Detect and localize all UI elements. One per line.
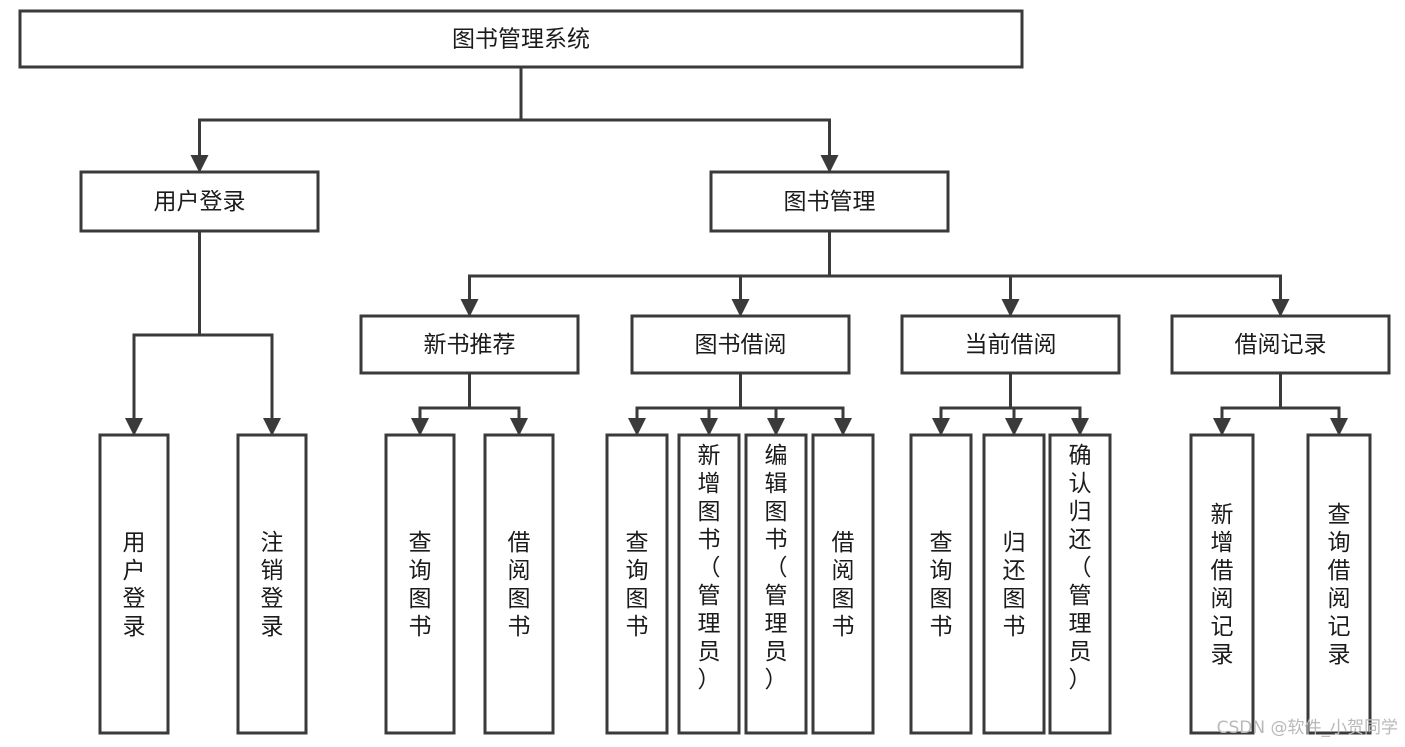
node-leaf-borrow-book-rec[interactable]: 借阅图书 <box>483 433 555 735</box>
node-box-leaf-query-book-current <box>909 433 973 735</box>
node-leaf-confirm-return-admin[interactable]: 确认归还（管理员） <box>1048 433 1112 735</box>
arrow-head-icon <box>411 418 429 436</box>
node-box-leaf-edit-book-admin <box>744 433 808 735</box>
connector-group-root <box>190 65 839 173</box>
csdn-watermark: CSDN @软件_小贺同学 <box>1217 718 1398 738</box>
arrow-head-icon <box>1330 418 1348 436</box>
node-leaf-query-book-rec[interactable]: 查询图书 <box>384 433 456 735</box>
node-box-current-borrow <box>900 314 1121 375</box>
node-label-leaf-query-borrow-record: 查询借阅记录 <box>1328 502 1351 668</box>
node-label-current-borrow: 当前借阅 <box>965 332 1057 358</box>
arrow-head-icon <box>767 418 785 436</box>
node-label-book-borrow: 图书借阅 <box>695 332 787 358</box>
arrow-head-icon <box>510 418 528 436</box>
node-book-borrow[interactable]: 图书借阅 <box>630 314 851 375</box>
node-box-leaf-add-book-admin <box>677 433 741 735</box>
node-leaf-add-borrow-record[interactable]: 新增借阅记录 <box>1189 433 1255 735</box>
node-label-root: 图书管理系统 <box>452 27 590 53</box>
node-box-book-borrow <box>630 314 851 375</box>
node-leaf-add-book-admin[interactable]: 新增图书（管理员） <box>677 433 741 735</box>
node-label-leaf-borrow-book-rec: 借阅图书 <box>508 530 531 640</box>
connector-group-current-borrow <box>932 371 1089 436</box>
node-new-book-recommend[interactable]: 新书推荐 <box>359 314 580 375</box>
arrow-head-icon <box>125 418 143 436</box>
connector-group-new-book-recommend <box>411 371 528 436</box>
arrow-head-icon <box>1071 418 1089 436</box>
node-label-leaf-add-borrow-record: 新增借阅记录 <box>1211 502 1234 668</box>
node-label-leaf-logout: 注销登录 <box>261 530 284 640</box>
node-label-new-book-recommend: 新书推荐 <box>424 332 516 358</box>
node-box-leaf-user-login <box>98 433 170 735</box>
arrow-head-icon <box>932 418 950 436</box>
connector-group-borrow-record <box>1213 371 1348 436</box>
node-box-borrow-record <box>1170 314 1391 375</box>
node-box-root <box>18 9 1024 69</box>
node-current-borrow[interactable]: 当前借阅 <box>900 314 1121 375</box>
arrow-head-icon <box>700 418 718 436</box>
arrow-head-icon <box>628 418 646 436</box>
node-leaf-query-book-borrow[interactable]: 查询图书 <box>605 433 669 735</box>
node-box-leaf-query-book-rec <box>384 433 456 735</box>
arrow-head-icon <box>820 155 839 173</box>
node-box-leaf-return-book <box>982 433 1046 735</box>
connector-group-book-management <box>460 229 1290 317</box>
node-label-leaf-user-login: 用户登录 <box>123 530 146 640</box>
node-user-login[interactable]: 用户登录 <box>79 170 320 233</box>
arrow-head-icon <box>1213 418 1231 436</box>
connector-group-book-borrow <box>628 371 852 436</box>
node-label-leaf-query-book-borrow: 查询图书 <box>626 530 649 640</box>
node-label-leaf-add-book-admin: 新增图书（管理员） <box>698 443 721 693</box>
arrow-head-icon <box>460 299 479 317</box>
arrow-head-icon <box>1005 418 1023 436</box>
arrow-head-icon <box>190 155 209 173</box>
node-leaf-query-book-current[interactable]: 查询图书 <box>909 433 973 735</box>
node-leaf-borrow-book[interactable]: 借阅图书 <box>811 433 875 735</box>
node-box-user-login <box>79 170 320 233</box>
connector-group-user-login <box>125 229 281 436</box>
node-label-book-management: 图书管理 <box>784 189 876 215</box>
node-leaf-return-book[interactable]: 归还图书 <box>982 433 1046 735</box>
node-label-leaf-confirm-return-admin: 确认归还（管理员） <box>1069 443 1092 693</box>
node-box-leaf-confirm-return-admin <box>1048 433 1112 735</box>
node-box-leaf-query-borrow-record <box>1306 433 1372 735</box>
arrow-head-icon <box>263 418 281 436</box>
node-root[interactable]: 图书管理系统 <box>18 9 1024 69</box>
arrow-head-icon <box>834 418 852 436</box>
node-leaf-edit-book-admin[interactable]: 编辑图书（管理员） <box>744 433 808 735</box>
node-box-leaf-add-borrow-record <box>1189 433 1255 735</box>
node-label-borrow-record: 借阅记录 <box>1235 332 1327 358</box>
node-leaf-logout[interactable]: 注销登录 <box>236 433 308 735</box>
nodes-layer: 图书管理系统用户登录图书管理新书推荐图书借阅当前借阅借阅记录用户登录注销登录查询… <box>18 9 1391 735</box>
node-label-leaf-query-book-rec: 查询图书 <box>409 530 432 640</box>
node-box-new-book-recommend <box>359 314 580 375</box>
node-book-management[interactable]: 图书管理 <box>709 170 950 233</box>
node-box-book-management <box>709 170 950 233</box>
node-leaf-query-borrow-record[interactable]: 查询借阅记录 <box>1306 433 1372 735</box>
node-borrow-record[interactable]: 借阅记录 <box>1170 314 1391 375</box>
arrow-head-icon <box>1001 299 1020 317</box>
node-label-leaf-return-book: 归还图书 <box>1003 530 1026 640</box>
node-box-leaf-borrow-book <box>811 433 875 735</box>
node-label-leaf-query-book-current: 查询图书 <box>930 530 953 640</box>
node-label-leaf-borrow-book: 借阅图书 <box>832 530 855 640</box>
node-box-leaf-query-book-borrow <box>605 433 669 735</box>
arrow-head-icon <box>731 299 750 317</box>
node-box-leaf-borrow-book-rec <box>483 433 555 735</box>
arrow-head-icon <box>1271 299 1290 317</box>
node-leaf-user-login[interactable]: 用户登录 <box>98 433 170 735</box>
node-box-leaf-logout <box>236 433 308 735</box>
node-label-user-login: 用户登录 <box>154 189 246 215</box>
node-label-leaf-edit-book-admin: 编辑图书（管理员） <box>765 443 788 693</box>
connectors-layer <box>125 65 1348 436</box>
